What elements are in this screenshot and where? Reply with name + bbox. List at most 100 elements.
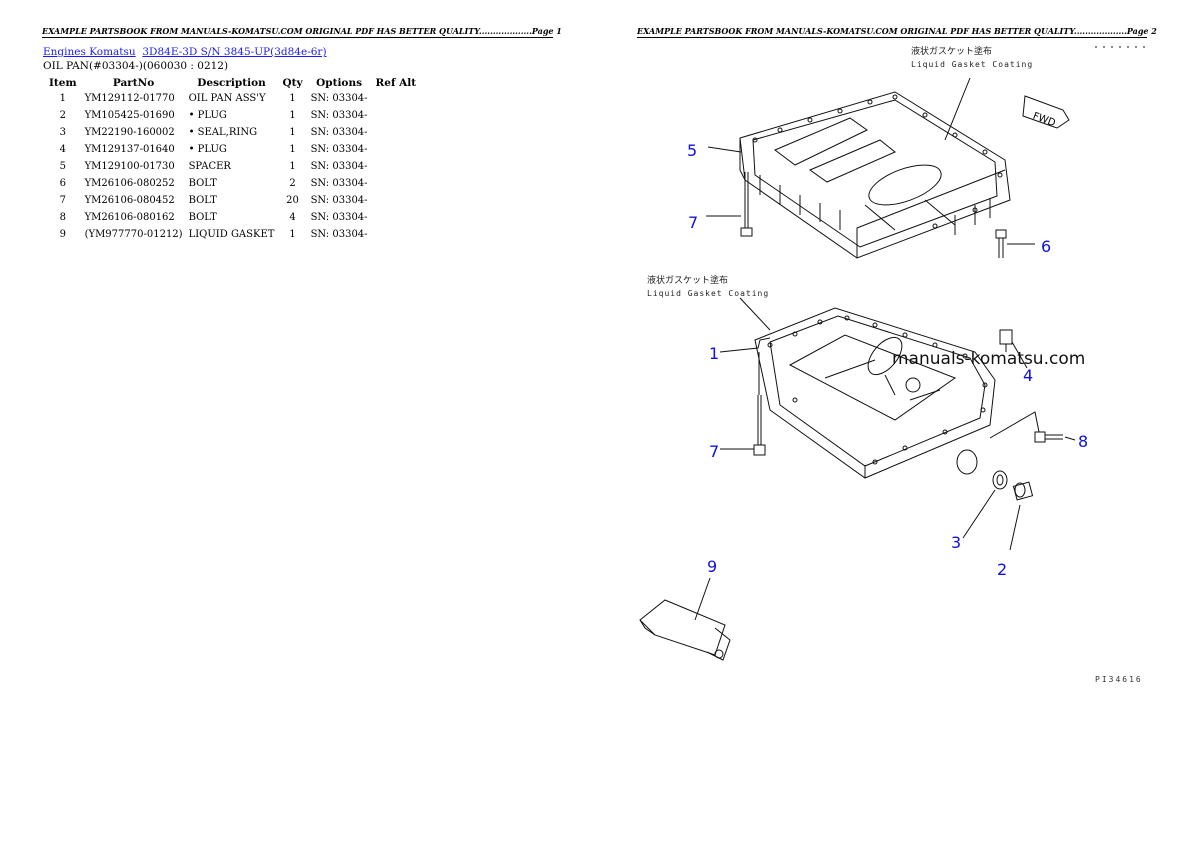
table-row: 2 YM105425-01690 • PLUG 1 SN: 03304- xyxy=(44,108,421,125)
callout-9: 9 xyxy=(707,557,717,576)
cell-description: BOLT xyxy=(188,195,217,206)
cell-refalt xyxy=(371,176,422,193)
cell-qty: 1 xyxy=(289,93,296,104)
cell-qty: 2 xyxy=(289,178,296,189)
page-header: EXAMPLE PARTSBOOK FROM MANUALS-KOMATSU.C… xyxy=(637,26,1157,38)
cell-qty: 1 xyxy=(289,161,296,172)
breadcrumb-link-engines[interactable]: Engines Komatsu xyxy=(43,46,136,58)
cell-item: 1 xyxy=(59,93,66,104)
col-header-item: Item xyxy=(49,77,77,89)
cell-partno: YM129137-01640 xyxy=(84,144,175,155)
cell-refalt xyxy=(371,193,422,210)
callout-2: 2 xyxy=(997,560,1007,579)
leader-lines xyxy=(694,77,1076,621)
bolt-lower-drawing xyxy=(753,395,766,456)
cell-description: BOLT xyxy=(188,178,217,189)
cell-options: SN: 03304- xyxy=(310,229,368,240)
table-header-row: Item PartNo Description Qty Options Ref … xyxy=(44,76,421,91)
cell-item: 2 xyxy=(59,110,66,121)
page-header: EXAMPLE PARTSBOOK FROM MANUALS-KOMATSU.C… xyxy=(42,26,562,38)
table-row: 3 YM22190-160002 • SEAL,RING 1 SN: 03304… xyxy=(44,125,421,142)
fwd-arrow-icon xyxy=(1022,95,1070,129)
cell-item: 9 xyxy=(59,229,66,240)
cell-description: BOLT xyxy=(188,212,217,223)
cell-partno: YM129100-01730 xyxy=(84,161,175,172)
cell-description: OIL PAN ASS'Y xyxy=(188,93,266,104)
cell-description: LIQUID GASKET xyxy=(188,229,275,240)
note-jp-mid: 液状ガスケット塗布 xyxy=(647,274,728,286)
group-title: OIL PAN(#03304-)(060030 : 0212) xyxy=(43,60,229,72)
cell-options: SN: 03304- xyxy=(310,195,368,206)
exploded-parts-diagram: 液状ガスケット塗布 Liquid Gasket Coating 液状ガスケット塗… xyxy=(639,45,1147,684)
col-header-options: Options xyxy=(316,77,362,89)
cell-qty: 1 xyxy=(289,127,296,138)
oil-pan-drawing xyxy=(754,307,996,479)
cell-partno: YM22190-160002 xyxy=(84,127,175,138)
callout-7-lower: 7 xyxy=(709,442,719,461)
callout-5: 5 xyxy=(687,141,697,160)
cell-item: 3 xyxy=(59,127,66,138)
seal-ring-3-drawing xyxy=(992,470,1008,490)
plug-4-drawing xyxy=(999,329,1013,352)
callout-3: 3 xyxy=(951,533,961,552)
parts-table: Item PartNo Description Qty Options Ref … xyxy=(44,76,421,244)
col-header-description: Description xyxy=(197,77,266,89)
cell-partno: YM129112-01770 xyxy=(84,93,175,104)
cell-item: 7 xyxy=(59,195,66,206)
cell-partno: YM26106-080252 xyxy=(84,178,175,189)
spacer-drawing xyxy=(739,91,1011,259)
cell-qty: 4 xyxy=(289,212,296,223)
note-jp-top: 液状ガスケット塗布 xyxy=(911,45,992,57)
bolt-upper-drawing xyxy=(740,172,753,237)
cell-item: 6 xyxy=(59,178,66,189)
cell-options: SN: 03304- xyxy=(310,212,368,223)
cell-options: SN: 03304- xyxy=(310,144,368,155)
breadcrumb-link-model[interactable]: 3D84E-3D S/N 3845-UP(3d84e-6r) xyxy=(142,46,327,58)
cell-refalt xyxy=(371,108,422,125)
cell-item: 8 xyxy=(59,212,66,223)
liquid-gasket-tube-drawing xyxy=(639,599,731,661)
cell-options: SN: 03304- xyxy=(310,93,368,104)
table-row: 1 YM129112-01770 OIL PAN ASS'Y 1 SN: 033… xyxy=(44,91,421,108)
drain-boss-drawing xyxy=(956,449,978,475)
cell-description: • PLUG xyxy=(188,144,227,155)
callout-6: 6 xyxy=(1041,237,1051,256)
diagram-page: EXAMPLE PARTSBOOK FROM MANUALS-KOMATSU.C… xyxy=(595,0,1190,842)
parts-list-page: EXAMPLE PARTSBOOK FROM MANUALS-KOMATSU.C… xyxy=(42,26,562,244)
cell-refalt xyxy=(371,210,422,227)
cell-qty: 1 xyxy=(289,144,296,155)
cell-refalt xyxy=(371,91,422,108)
note-en-top: Liquid Gasket Coating xyxy=(911,60,1033,69)
callout-1: 1 xyxy=(709,344,719,363)
cell-refalt xyxy=(371,142,422,159)
cell-refalt xyxy=(371,159,422,176)
cell-qty: 20 xyxy=(286,195,299,206)
plug-2-drawing xyxy=(1012,481,1034,501)
cell-refalt xyxy=(371,125,422,142)
callout-7-upper: 7 xyxy=(688,213,698,232)
cell-item: 4 xyxy=(59,144,66,155)
cell-options: SN: 03304- xyxy=(310,161,368,172)
callout-8: 8 xyxy=(1078,432,1088,451)
cell-options: SN: 03304- xyxy=(310,110,368,121)
cell-partno: YM26106-080452 xyxy=(84,195,175,206)
cell-refalt xyxy=(371,227,422,244)
table-row: 7 YM26106-080452 BOLT 20 SN: 03304- xyxy=(44,193,421,210)
bolt-8-drawing xyxy=(1034,431,1063,443)
callout-4: 4 xyxy=(1023,366,1033,385)
figure-code: PI34616 xyxy=(1095,675,1143,684)
breadcrumb: Engines Komatsu 3D84E-3D S/N 3845-UP(3d8… xyxy=(43,46,327,58)
note-en-mid: Liquid Gasket Coating xyxy=(647,289,769,298)
table-row: 5 YM129100-01730 SPACER 1 SN: 03304- xyxy=(44,159,421,176)
cell-options: SN: 03304- xyxy=(310,178,368,189)
cell-description: • PLUG xyxy=(188,110,227,121)
table-row: 8 YM26106-080162 BOLT 4 SN: 03304- xyxy=(44,210,421,227)
cell-qty: 1 xyxy=(289,229,296,240)
cell-description: SPACER xyxy=(188,161,231,172)
fwd-label: FWD xyxy=(1031,111,1057,129)
cell-partno: YM105425-01690 xyxy=(84,110,175,121)
cell-item: 5 xyxy=(59,161,66,172)
cell-options: SN: 03304- xyxy=(310,127,368,138)
table-row: 4 YM129137-01640 • PLUG 1 SN: 03304- xyxy=(44,142,421,159)
cell-partno: YM26106-080162 xyxy=(84,212,175,223)
